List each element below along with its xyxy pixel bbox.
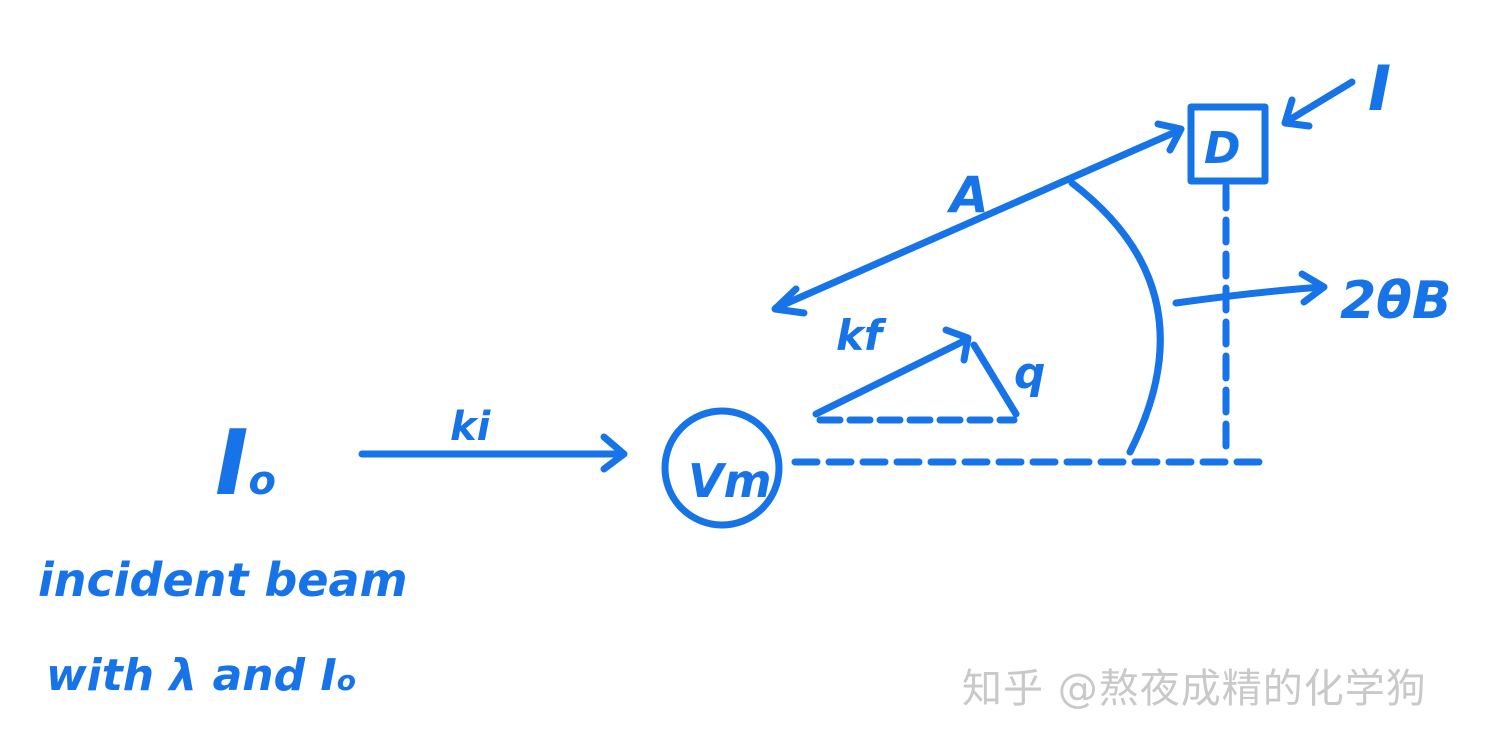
angle-arc bbox=[1068, 179, 1164, 456]
detector-label: D bbox=[1204, 123, 1241, 174]
note-line-2: with λ and Io bbox=[46, 650, 356, 701]
distance-label: A bbox=[946, 166, 989, 224]
sample-circle bbox=[661, 407, 783, 529]
distance-arrow bbox=[771, 120, 1185, 317]
detector-intensity-pointer bbox=[1281, 78, 1356, 130]
incident-wavevector-label: ki bbox=[450, 404, 492, 450]
watermark: 知乎 @熬夜成精的化学狗 bbox=[962, 666, 1427, 712]
note-line-1: incident beam bbox=[38, 553, 408, 607]
sample-label: Vm bbox=[688, 454, 772, 508]
scattering-vector-label: q bbox=[1014, 348, 1046, 399]
angle-label-pointer bbox=[1172, 270, 1328, 307]
detector-box bbox=[1187, 103, 1269, 185]
scattered-wavevector-label: kf bbox=[836, 311, 887, 360]
incident-intensity-label: Io bbox=[215, 411, 276, 516]
angle-label: 2θB bbox=[1340, 271, 1452, 331]
wavevector-triangle bbox=[812, 326, 1020, 424]
incident-beam-arrow bbox=[358, 433, 628, 473]
detected-intensity-label: I bbox=[1368, 52, 1391, 125]
